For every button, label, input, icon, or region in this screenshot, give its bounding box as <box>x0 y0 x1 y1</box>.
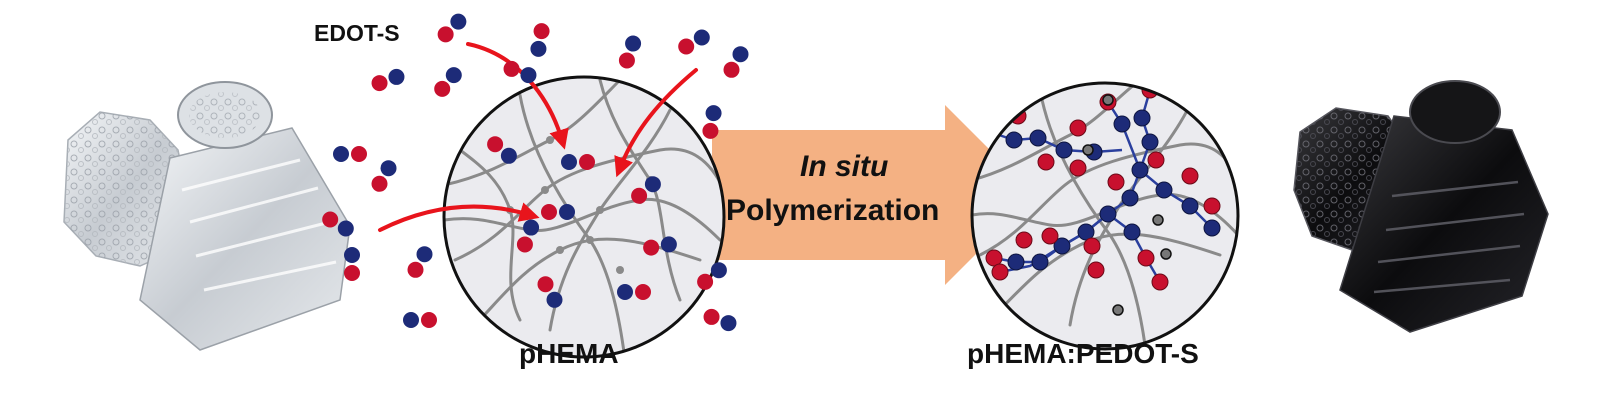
edot-s-monomer <box>437 13 467 43</box>
process-label-line2: Polymerization <box>726 194 940 227</box>
composite-network-circle <box>970 81 1240 351</box>
composite-label: pHEMA:PEDOT-S <box>967 338 1199 369</box>
edot-s-monomer <box>333 146 367 162</box>
diffusion-arrow-right <box>614 68 698 178</box>
dark-disc-piece <box>1409 80 1501 144</box>
edot-s-monomer <box>678 29 710 55</box>
edot-s-monomer <box>403 312 437 328</box>
edot-s-monomers <box>322 13 749 332</box>
edot-s-monomer <box>516 219 540 253</box>
phema-network-circle <box>442 75 726 359</box>
edot-s-monomer <box>322 211 354 237</box>
edot-s-monomer <box>530 23 550 57</box>
edot-s-monomer <box>703 308 737 332</box>
edot-s-monomer <box>537 276 563 308</box>
edot-s-monomer <box>631 176 661 204</box>
edot-s-monomer <box>617 284 651 300</box>
edot-s-monomer <box>723 46 749 78</box>
edot-s-monomer <box>541 204 575 220</box>
edot-s-monomer <box>697 262 727 290</box>
edot-s-monomer <box>643 236 677 256</box>
clear-cylinder-piece <box>139 127 351 351</box>
edot-s-monomer <box>434 67 462 97</box>
edot-s-monomer <box>702 105 722 139</box>
phema-label: pHEMA <box>519 338 619 369</box>
polymerization-arrow <box>712 105 1035 285</box>
diffusion-arrow-left <box>378 202 540 232</box>
edot-s-monomer <box>344 247 360 281</box>
dark-composite-photo <box>1293 80 1549 333</box>
edot-s-label: EDOT-S <box>314 20 400 46</box>
edot-s-monomer <box>487 136 517 164</box>
edot-s-monomer <box>407 246 433 278</box>
clear-hydrogel-photo <box>63 81 351 351</box>
edot-s-monomer <box>371 68 405 92</box>
process-label-line1: In situ <box>800 150 889 183</box>
edot-s-monomer <box>618 35 642 69</box>
edot-s-monomer <box>503 60 537 84</box>
edot-s-monomer <box>561 154 595 170</box>
edot-s-monomer <box>371 160 397 192</box>
